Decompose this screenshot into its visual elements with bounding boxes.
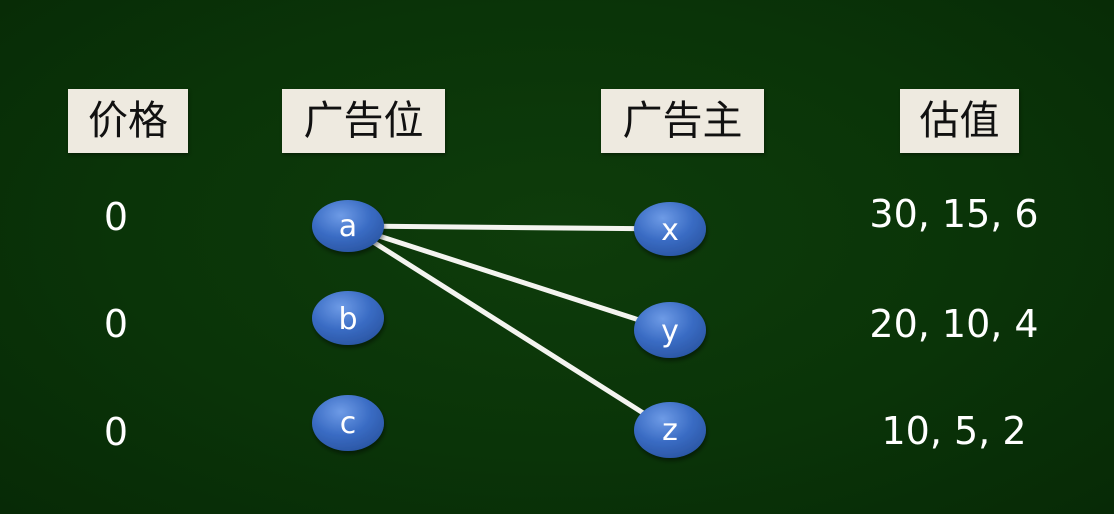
header-price: 价格 xyxy=(68,89,188,153)
advertiser-node-z-shape xyxy=(634,402,706,458)
ad-slot-label-c: c xyxy=(340,406,357,441)
price-row-1: 0 xyxy=(103,195,129,239)
advertiser-label-x: x xyxy=(661,213,679,248)
edge-a-x xyxy=(377,223,641,232)
advertiser-node-z: z xyxy=(634,402,706,458)
advertiser-label-z: z xyxy=(662,413,678,448)
ad-slot-node-c: c xyxy=(312,395,384,451)
header-advertiser: 广告主 xyxy=(601,89,764,153)
edge-a-y xyxy=(375,233,643,323)
edges xyxy=(369,223,648,417)
ad-slot-node-a: a xyxy=(312,200,384,252)
edge-a-z xyxy=(369,238,648,417)
ad-slot-label-b: b xyxy=(338,302,357,337)
price-row-3: 0 xyxy=(103,410,129,454)
advertiser-node-y: y xyxy=(634,302,706,358)
header-valuation: 估值 xyxy=(900,89,1019,153)
advertiser-label-y: y xyxy=(661,314,679,349)
header-ad-slot: 广告位 xyxy=(282,89,445,153)
valuation-row-x: 30, 15, 6 xyxy=(869,192,1039,236)
ad-slot-node-b: b xyxy=(312,291,384,345)
ad-slot-label-a: a xyxy=(339,209,357,244)
valuation-row-z: 10, 5, 2 xyxy=(881,409,1027,453)
ad-slot-node-b-shape xyxy=(312,291,384,345)
advertiser-node-y-shape xyxy=(634,302,706,358)
advertiser-node-x: x xyxy=(634,202,706,256)
price-row-2: 0 xyxy=(103,302,129,346)
advertiser-node-x-shape xyxy=(634,202,706,256)
valuation-row-y: 20, 10, 4 xyxy=(869,302,1039,346)
ad-slot-node-c-shape xyxy=(312,395,384,451)
ad-slot-node-a-shape xyxy=(312,200,384,252)
